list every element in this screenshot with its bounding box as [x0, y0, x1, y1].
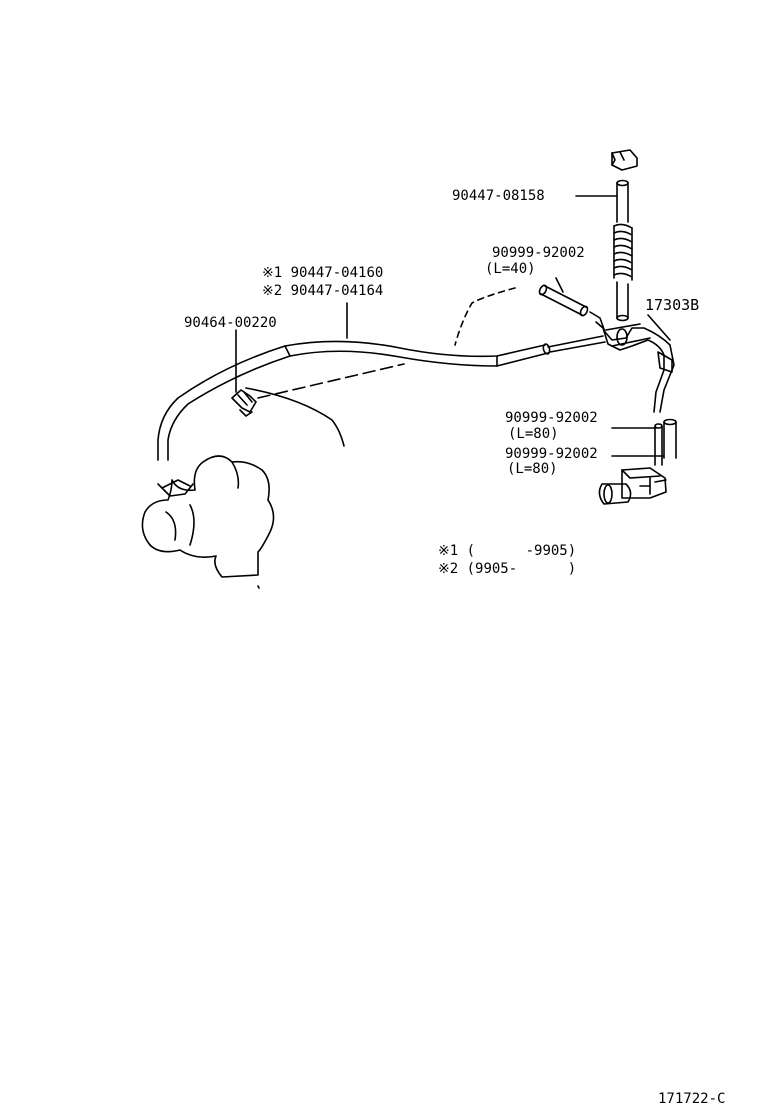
hidden-line-2: [258, 364, 404, 398]
leader-92002-a: [556, 278, 563, 292]
label-90999-92002-b: 90999-92002: [505, 410, 598, 426]
hose-l80-right: [664, 420, 676, 459]
main-hose: [158, 336, 605, 460]
diagram-code: 171722-C: [658, 1091, 726, 1107]
hose-clamp: [232, 390, 256, 416]
vertical-hose-08158: [614, 181, 632, 321]
label-length-40: (L=40): [485, 261, 536, 277]
label-90447-08158: 90447-08158: [452, 188, 545, 204]
engine-outline: [142, 456, 273, 577]
vsv-bracket: [590, 312, 674, 412]
note-applicability-2: ※2 (9905- ): [438, 561, 577, 577]
label-90447-04164: ※2 90447-04164: [262, 283, 384, 299]
label-17303b: 17303B: [645, 296, 700, 314]
body-panel: [246, 388, 344, 446]
hose-l40: [538, 284, 589, 317]
vsv-valve: [599, 468, 666, 504]
label-90447-04160: ※1 90447-04160: [262, 265, 384, 281]
label-90999-92002-a: 90999-92002: [492, 245, 585, 261]
leader-17303b: [648, 315, 670, 340]
label-90464-00220: 90464-00220: [184, 315, 277, 331]
hidden-line: [455, 288, 515, 345]
hose-l80-left: [655, 424, 662, 465]
label-90999-92002-c: 90999-92002: [505, 446, 598, 462]
vacuum-cap: [612, 150, 637, 170]
note-applicability-1: ※1 ( -9905): [438, 543, 577, 559]
label-length-80-b: (L=80): [508, 426, 559, 442]
tick-mark: [258, 586, 259, 588]
label-length-80-c: (L=80): [507, 461, 558, 477]
